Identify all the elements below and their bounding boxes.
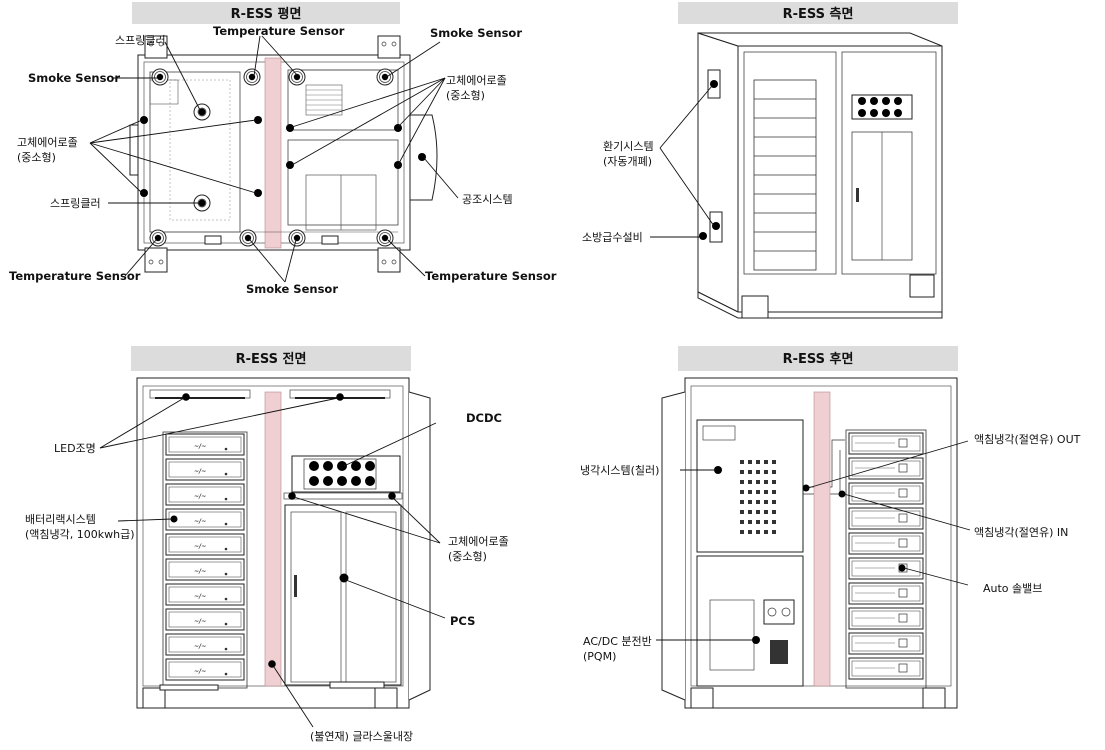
front-aerosol-dot: [288, 492, 296, 500]
front-title-bar: [131, 346, 411, 371]
side-water-dot-2: [699, 232, 707, 240]
rear-title-bar: [678, 346, 958, 371]
rear-label-solenoid: Auto 솔밸브: [983, 582, 1042, 595]
rear-out-dot: [802, 484, 810, 492]
front-battery-rack: [162, 431, 248, 689]
side-water-dot: [712, 222, 720, 230]
plan-smoke-sensor-tr: [376, 68, 394, 86]
rear-label-chiller: 냉각시스템(칠러): [580, 464, 659, 477]
plan-aerosol-dot: [254, 189, 262, 197]
front-title: R-ESS 전면: [236, 351, 307, 367]
plan-hvac-dot: [418, 153, 426, 161]
rear-glass-strip: [813, 391, 831, 687]
plan-title-bar: [132, 2, 400, 24]
rear-chiller-dot: [714, 466, 722, 474]
side-front-face: [737, 45, 943, 313]
rear-title: R-ESS 후면: [783, 351, 854, 367]
front-led-dot: [336, 393, 344, 401]
front-dcdc: [291, 455, 401, 493]
plan-label-aerosol-right-1: 고체에어로졸: [446, 74, 507, 87]
plan-temp-sensor-br: [376, 229, 394, 247]
front-glass-strip: [264, 391, 282, 687]
front-led-dot: [182, 393, 190, 401]
front-label-battery-2: (액침냉각, 100kwh급): [25, 528, 135, 541]
rear-label-coolant-in: 액침냉각(절연유) IN: [974, 526, 1068, 539]
front-aerosol-dot: [388, 492, 396, 500]
rear-acdc-panel: [709, 599, 755, 671]
plan-label-sprinkler-top: 스프링클러: [115, 34, 166, 47]
plan-label-hvac: 공조시스템: [462, 193, 513, 206]
plan-aerosol-dot: [286, 161, 294, 169]
front-label-glass: (불연재) 글라스울내장: [310, 730, 413, 743]
plan-label-smoke-left: Smoke Sensor: [28, 71, 120, 85]
plan-aerosol-dot: [254, 116, 262, 124]
side-label-fire-water: 소방급수설비: [582, 231, 643, 244]
plan-label-aerosol-left-2: (중소형): [17, 151, 56, 164]
front-view: R-ESS 전면: [25, 346, 509, 743]
rear-label-acdc-1: AC/DC 분전반: [583, 635, 652, 648]
plan-label-temp-bottom-left: Temperature Sensor: [9, 269, 141, 283]
plan-title: R-ESS 평면: [231, 6, 302, 22]
front-label-aerosol-2: (중소형): [448, 550, 487, 563]
plan-label-aerosol-left-1: 고체에어로졸: [17, 136, 78, 149]
plan-aerosol-dot: [394, 124, 402, 132]
rear-in-dot: [838, 490, 846, 498]
side-label-ventilation-1: 환기시스템: [603, 140, 654, 153]
plan-label-sprinkler-mid: 스프링클러: [50, 197, 101, 210]
plan-smoke-sensor-tl: [151, 68, 169, 86]
plan-label-smoke-bottom: Smoke Sensor: [246, 282, 338, 296]
rear-acdc-dot: [752, 636, 760, 644]
plan-smoke-sensor-bl: [239, 229, 257, 247]
plan-smoke-sensor-bm: [288, 229, 306, 247]
plan-label-temp-bottom-right: Temperature Sensor: [425, 269, 557, 283]
front-glass-dot: [268, 660, 276, 668]
plan-aerosol-dot: [140, 189, 148, 197]
rear-solenoid-dot: [898, 564, 906, 572]
rear-label-acdc-2: (PQM): [583, 650, 616, 663]
front-label-aerosol-1: 고체에어로졸: [448, 535, 509, 548]
side-module-stack: [753, 79, 817, 271]
plan-label-aerosol-right-2: (중소형): [446, 89, 485, 102]
front-label-dcdc: DCDC: [466, 411, 502, 425]
side-title: R-ESS 측면: [783, 6, 854, 22]
rear-view: R-ESS 후면: [580, 346, 1081, 709]
plan-view: R-ESS 평면: [9, 2, 557, 296]
plan-aerosol-dot: [286, 124, 294, 132]
side-label-ventilation-2: (자동개폐): [603, 155, 652, 168]
front-label-pcs: PCS: [450, 614, 475, 628]
plan-temp-sensor-t: [243, 68, 261, 86]
rear-module-stack: [845, 429, 927, 689]
plan-label-smoke-top-right: Smoke Sensor: [430, 26, 522, 40]
front-label-led: LED조명: [54, 442, 96, 455]
plan-label-temp-top: Temperature Sensor: [213, 24, 345, 38]
plan-temp-sensor-t2: [288, 68, 306, 86]
plan-aerosol-dot: [140, 116, 148, 124]
rear-label-coolant-out: 액침냉각(절연유) OUT: [974, 433, 1081, 446]
front-pcs: [284, 504, 402, 686]
plan-glass-strip: [264, 57, 282, 249]
front-label-battery-1: 배터리랙시스템: [25, 513, 96, 526]
side-title-bar: [678, 2, 958, 24]
side-view: R-ESS 측면: [582, 2, 958, 319]
front-battery-dot: [170, 515, 178, 523]
